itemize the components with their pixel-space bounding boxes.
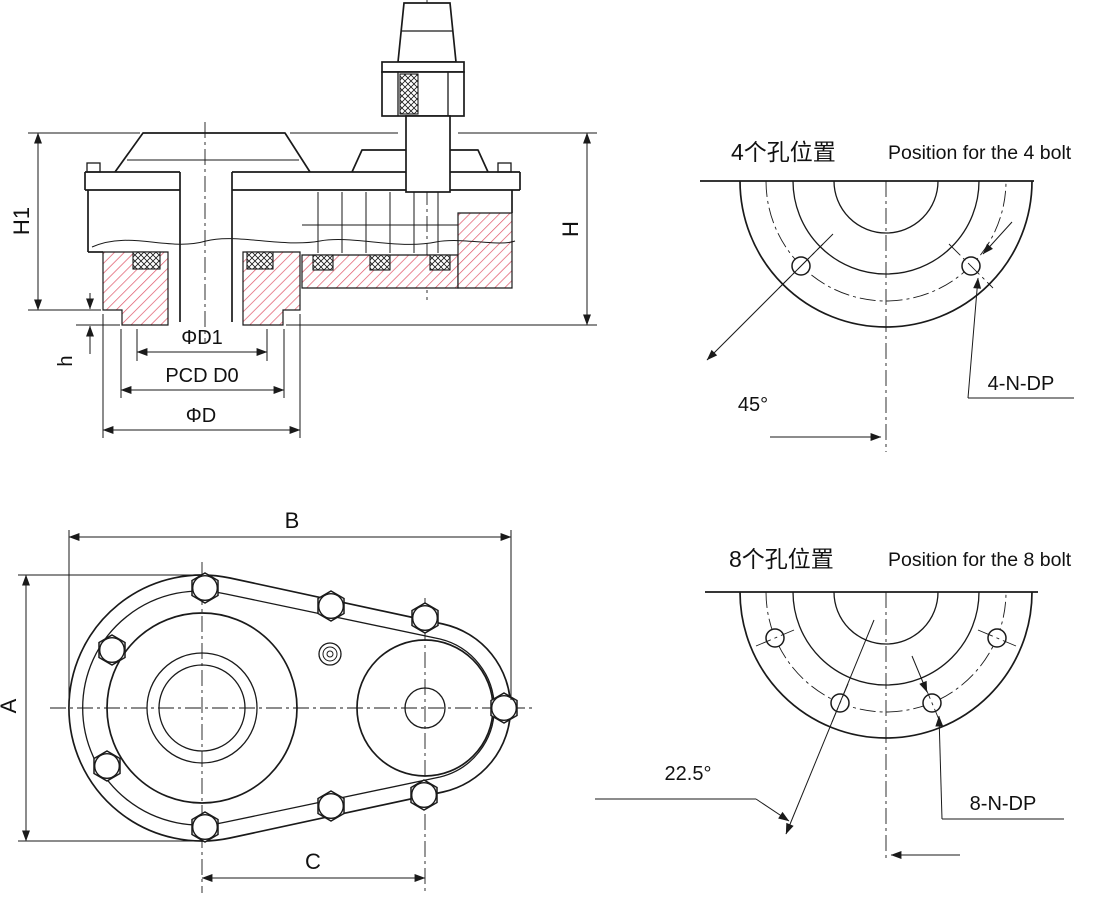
four-bolt-title-cn: 4个孔位置 [731,139,836,165]
housing-right-wall [457,212,513,289]
flange-inner-arc [833,180,939,234]
hex-bolt [191,572,219,604]
input-shaft-lower [405,115,451,193]
hex-bolt [490,692,518,724]
eight-bolt-angle-annotation: 22.5° [595,619,960,859]
dim-h-total: H [286,132,597,326]
four-bolt-title-en: Position for the 4 bolt [888,142,1072,164]
hex-bolt [98,634,126,666]
dim-a: A [0,574,198,842]
shaft-assembly [381,2,465,193]
hex-bolt [191,811,219,843]
hex-bolt [317,590,345,622]
input-shaft-top [397,2,457,63]
dome-cap [114,132,311,173]
bolt-circle [765,180,1007,302]
shaft-key-section [399,73,419,115]
four-bolt-callout: 4-N-DP [967,221,1074,399]
hex-bolts [93,572,518,843]
hex-bolt [317,790,345,822]
dim-pcd: PCD D0 [120,329,285,398]
flange-inner-arc [833,591,939,645]
gear-internals [302,192,458,253]
dim-d1: ΦD1 [136,327,268,361]
eight-bolt-title-en: Position for the 8 bolt [888,549,1072,571]
dim-label-b: B [285,508,300,533]
dim-label-a: A [0,698,21,713]
hex-bolt [411,602,439,634]
cover-stud-left [86,162,101,173]
housing-plan [68,572,518,843]
dim-b: B [68,508,512,700]
input-shaft-hole [404,687,446,729]
dim-label-h1: H1 [9,207,34,235]
bearing-blocks [132,251,451,271]
output-boss-circle [106,612,298,804]
plan-view: B A C [0,508,534,893]
output-bore-inner [158,664,246,752]
four-bolt-angle-annotation: 45° [706,233,882,441]
cover-stud-right [497,162,512,173]
flange-section-right [242,251,301,326]
section-view: H1 H h ΦD1 PCD D0 [9,0,597,438]
plan-centerlines [50,562,534,893]
eight-bolt-view: 8个孔位置 Position for the 8 bolt 22.5° [595,546,1072,862]
dim-label-d: ΦD [186,405,216,427]
dim-label-c: C [305,849,321,874]
section-centerlines [204,0,428,342]
dim-label-pcd: PCD D0 [165,365,238,387]
four-bolt-view: 4个孔位置 Position for the 4 bolt 45° 4-N-DP [700,139,1074,452]
output-bore-outer [146,652,258,764]
dim-d: ΦD [102,314,301,438]
oil-plug [318,642,342,666]
angle-label-45: 45° [738,394,768,416]
eight-bolt-callout: 8-N-DP [911,655,1064,820]
shaft-coupling [381,71,465,117]
housing-section [84,132,521,322]
eight-bolt-title-cn: 8个孔位置 [729,546,834,572]
hex-bolt [410,779,438,811]
dim-c: C [201,849,426,882]
hex-bolt [93,750,121,782]
angle-label-22-5: 22.5° [665,763,712,785]
callout-label-8ndp: 8-N-DP [970,793,1037,815]
break-line [91,238,516,248]
dim-h1: H1 [9,132,140,311]
dim-label-d1: ΦD1 [181,327,223,349]
eight-bolt-flange [705,591,1038,862]
housing-inner-outline [82,590,495,826]
four-bolt-flange [700,180,1034,452]
housing-outline [68,574,512,842]
dim-h-small: h [55,293,120,367]
red-hatch-regions [102,212,513,326]
flange-section-left [102,251,169,326]
dim-label-h: H [558,221,583,237]
dim-label-h-small: h [55,355,77,366]
callout-label-4ndp: 4-N-DP [988,373,1055,395]
shaft-collar [381,61,465,73]
